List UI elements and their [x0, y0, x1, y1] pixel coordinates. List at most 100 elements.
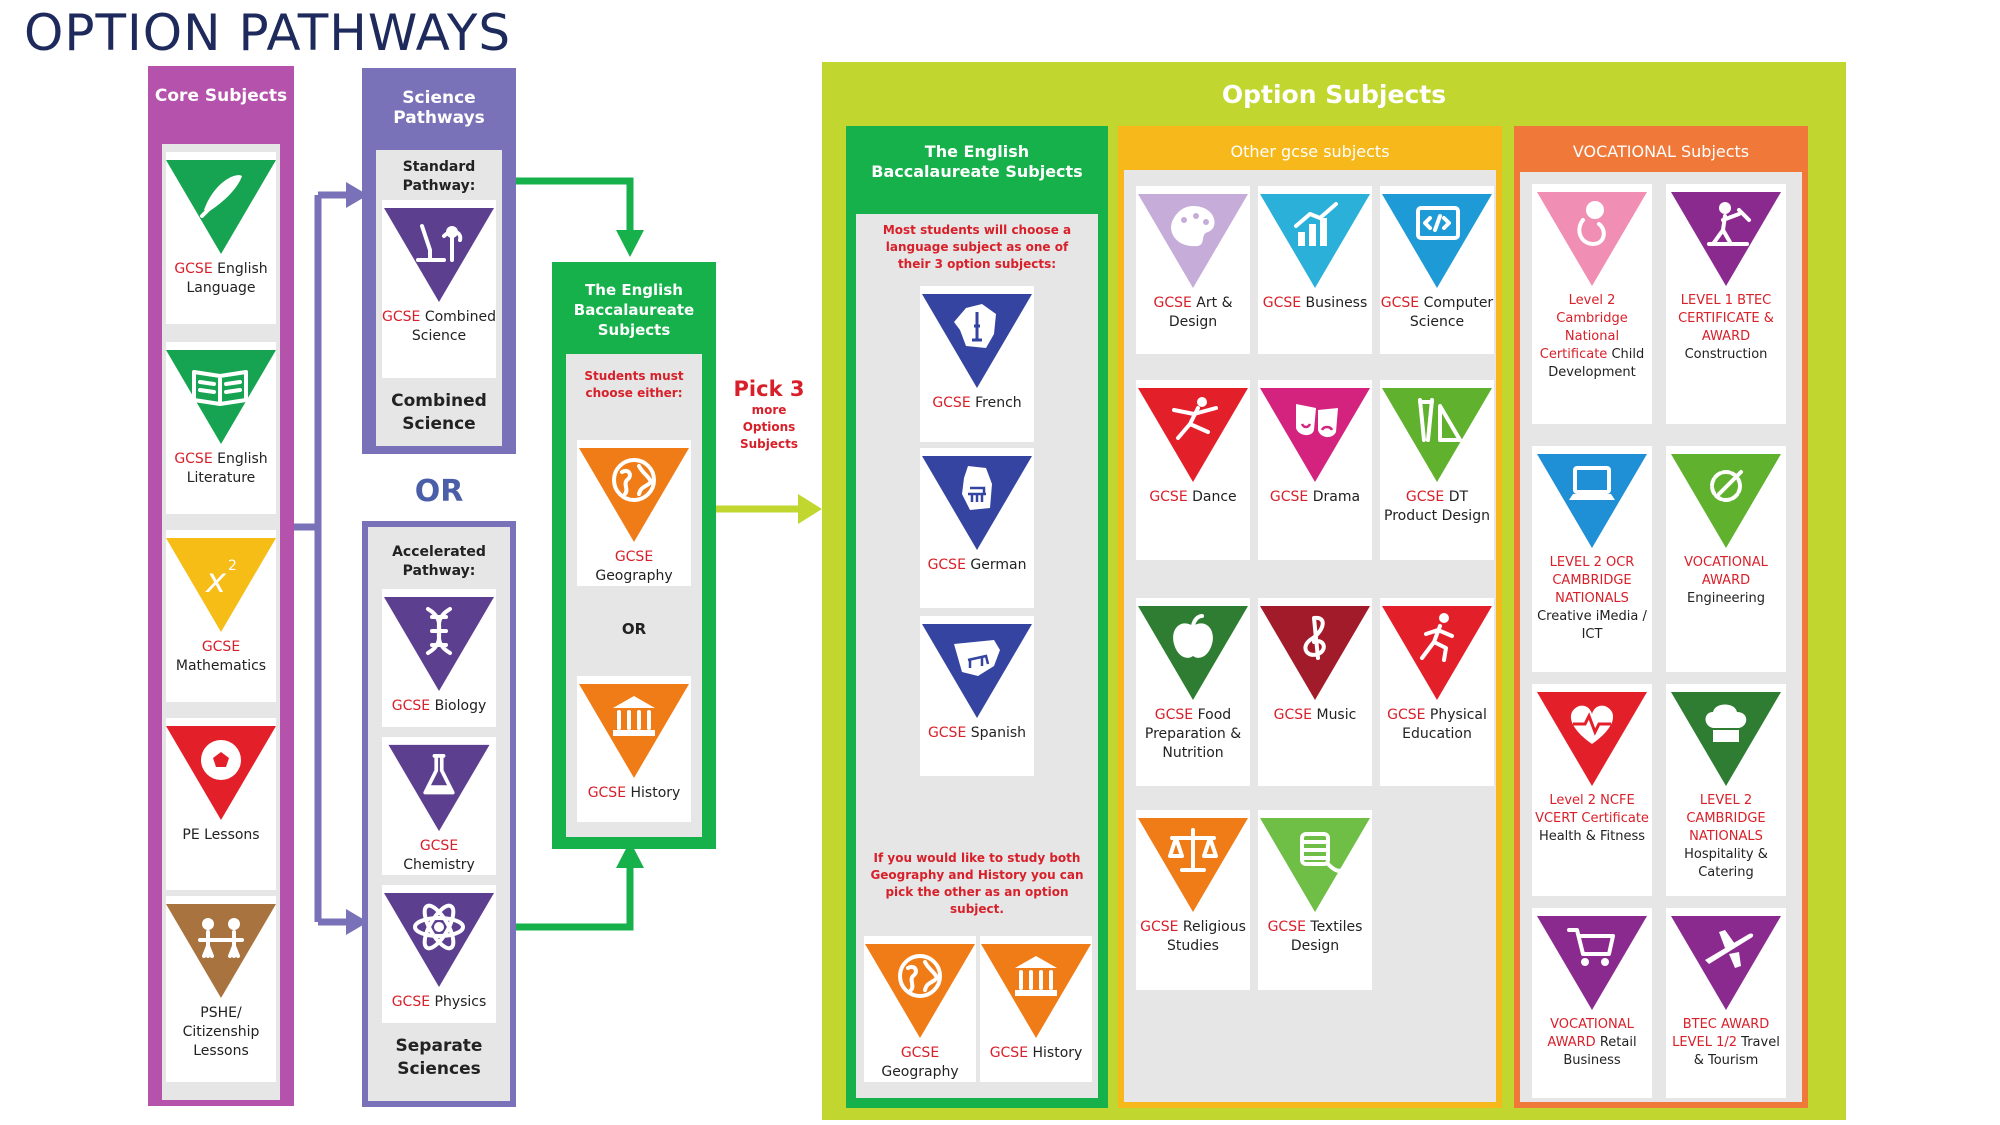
subject-label: GCSE Computer Science — [1380, 294, 1494, 332]
scales-icon — [1138, 818, 1248, 912]
subject-name: Combined Science — [411, 309, 496, 344]
building-icon — [981, 944, 1091, 1038]
subject-name: Chemistry — [403, 857, 475, 873]
subject-name: PSHE/ Citizenship Lessons — [182, 1005, 260, 1059]
subject-label: VOCATIONAL AWARD Retail Business — [1532, 1016, 1652, 1070]
subject-name: DT Product Design — [1384, 489, 1490, 524]
vocational-card: VOCATIONAL AWARD Engineering — [1666, 446, 1786, 672]
page-title: OPTION PATHWAYS — [24, 4, 512, 62]
subject-label: GCSE Biology — [392, 697, 487, 716]
shopping-cart-icon — [1537, 916, 1647, 1010]
other-gcse-column: Other gcse subjects GCSE Art & Design GC… — [1118, 126, 1502, 1108]
subject-label: Level 2 NCFE VCERT Certificate Health & … — [1532, 792, 1652, 846]
accelerated-pathway-box: Accelerated Pathway: GCSE Biology GCSE C… — [362, 521, 516, 1107]
runner-icon — [1382, 606, 1492, 700]
thread-spool-icon — [1260, 818, 1370, 912]
core-subject-card: PE Lessons — [166, 718, 276, 890]
palette-icon — [1138, 194, 1248, 288]
globe-icon — [579, 448, 689, 542]
core-subject-card: GCSE English Literature — [166, 342, 276, 514]
combined-science-card: GCSE Combined Science — [382, 200, 496, 378]
subject-name: Spanish — [970, 725, 1027, 741]
subject-name: Geography — [881, 1064, 959, 1080]
qualification-label: GCSE — [1269, 489, 1309, 505]
subject-label: GCSE French — [932, 394, 1021, 413]
accelerated-pathway-inner: Accelerated Pathway: GCSE Biology GCSE C… — [368, 527, 510, 1101]
subject-name: Travel & Tourism — [1693, 1035, 1780, 1068]
other-gcse-card: GCSE Computer Science — [1380, 186, 1494, 354]
subject-name: French — [975, 395, 1022, 411]
svg-text:2: 2 — [228, 558, 237, 574]
core-subjects-header: Core Subjects — [154, 86, 288, 106]
svg-text:x: x — [205, 561, 227, 601]
subject-name: German — [970, 557, 1027, 573]
other-gcse-card: GCSE Textiles Design — [1258, 810, 1372, 990]
core-subjects-list: GCSE English Language GCSE English Liter… — [162, 144, 280, 1100]
history-card-mid: GCSE History — [577, 676, 691, 822]
vocational-card: Level 2 NCFE VCERT Certificate Health & … — [1532, 684, 1652, 896]
people-icon — [166, 904, 276, 998]
ebacc-choice-inner: Students must choose either: GCSE Geogra… — [566, 354, 702, 837]
qualification-label: Level 2 NCFE VCERT Certificate — [1535, 793, 1649, 826]
vocational-card: LEVEL 1 BTEC CERTIFICATE & AWARD Constru… — [1666, 184, 1786, 424]
builder-icon — [1671, 192, 1781, 286]
subject-name: Mathematics — [175, 658, 267, 674]
qualification-label: Level 2 Cambridge National Certificate — [1539, 293, 1628, 362]
pick-three-big: Pick 3 — [733, 377, 805, 401]
subject-name: Geography — [595, 568, 673, 584]
qualification-label: GCSE — [391, 698, 431, 714]
other-gcse-card: GCSE Drama — [1258, 380, 1372, 560]
standard-pathway-title: Standard Pathway: — [402, 159, 476, 194]
qualification-label: GCSE — [932, 395, 971, 411]
science-pathways-header-box: Science Pathways Standard Pathway: GCSE … — [362, 68, 516, 454]
subject-label: VOCATIONAL AWARD Engineering — [1666, 554, 1786, 608]
football-icon — [166, 726, 276, 820]
other-gcse-card: GCSE Physical Education — [1380, 598, 1494, 786]
other-gcse-card: GCSE Music — [1258, 598, 1372, 786]
vocational-card: VOCATIONAL AWARD Retail Business — [1532, 908, 1652, 1098]
qualification-label: GCSE — [1140, 919, 1179, 935]
subject-name: Biology — [434, 698, 487, 714]
science-subject-card: GCSE Biology — [382, 589, 496, 727]
qualification-label: GCSE — [174, 261, 213, 277]
theatre-masks-icon — [1260, 388, 1370, 482]
vocational-inner: Level 2 Cambridge National Certificate C… — [1520, 172, 1802, 1102]
subject-label: GCSE Combined Science — [382, 308, 496, 346]
qualification-label: GCSE — [989, 1045, 1029, 1061]
vocational-card: LEVEL 2 CAMBRIDGE NATIONALS Hospitality … — [1666, 684, 1786, 896]
science-pathways-header: Science Pathways — [393, 88, 485, 128]
vocational-card: LEVEL 2 OCR CAMBRIDGE NATIONALS Creative… — [1532, 446, 1652, 672]
vocational-column: VOCATIONAL Subjects Level 2 Cambridge Na… — [1514, 126, 1808, 1108]
option-subjects-panel: Option Subjects The English Baccalaureat… — [822, 62, 1846, 1120]
building-icon — [579, 684, 689, 778]
other-gcse-header: Other gcse subjects — [1230, 142, 1390, 161]
other-gcse-inner: GCSE Art & Design GCSE Business GCSE Com… — [1124, 170, 1496, 1102]
qualification-label: GCSE — [900, 1045, 940, 1061]
qualification-label: LEVEL 2 CAMBRIDGE NATIONALS — [1686, 793, 1766, 844]
qualification-label: VOCATIONAL AWARD — [1547, 1017, 1634, 1050]
core-subject-card: GCSE English Language — [166, 152, 276, 324]
subject-label: GCSE Music — [1274, 706, 1357, 725]
heartbeat-icon — [1537, 692, 1647, 786]
qualification-label: GCSE — [1380, 295, 1420, 311]
history-card-option: GCSE History — [980, 936, 1092, 1082]
ebacc-choice-header: The English Baccalaureate Subjects — [573, 281, 695, 339]
code-icon — [1382, 194, 1492, 288]
qualification-label: GCSE — [391, 994, 431, 1010]
accelerated-pathway-title: Accelerated Pathway: — [392, 544, 486, 579]
subject-label: GCSE Geography — [864, 1044, 976, 1082]
subject-name: Computer Science — [1409, 295, 1494, 330]
qualification-label: LEVEL 1 BTEC CERTIFICATE & AWARD — [1678, 293, 1774, 344]
france-map-icon — [922, 294, 1032, 388]
qualification-label: BTEC AWARD LEVEL 1/2 — [1672, 1017, 1770, 1050]
subject-label: GCSE Physical Education — [1380, 706, 1494, 744]
dancer-icon — [1138, 388, 1248, 482]
subject-name: Drama — [1312, 489, 1361, 505]
qualification-label: GCSE — [1387, 707, 1426, 723]
qualification-label: GCSE — [174, 451, 213, 467]
qualification-label: GCSE — [1273, 707, 1313, 723]
ebacc-choice-column: The English Baccalaureate Subjects Stude… — [552, 262, 716, 849]
atom-icon — [384, 893, 494, 987]
qualification-label: GCSE — [419, 838, 459, 854]
